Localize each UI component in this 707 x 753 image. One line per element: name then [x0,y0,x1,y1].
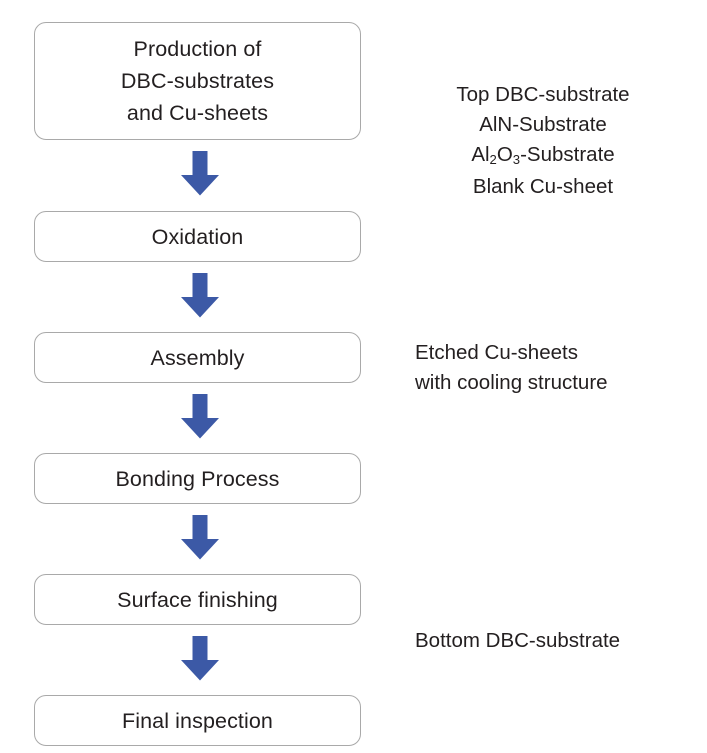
formula-o: O [496,143,513,166]
process-box-label-line: Final inspection [122,708,273,733]
process-box-label-line: Bonding Process [115,466,280,491]
process-box-label-line: Oxidation [151,224,244,249]
process-box-label-line: Assembly [150,345,245,370]
annotation-line: Etched Cu-sheets [415,341,578,364]
formula-sub-3: 3 [512,151,521,167]
process-box-assembly[interactable]: Assembly [34,332,361,383]
annotation-materials: Top DBC-substrate AlN-Substrate Al2O3-Su… [409,80,677,202]
formula-al: Al [471,143,490,166]
process-box-label-line: Production of [133,37,262,61]
annotation-line: Bottom DBC-substrate [415,629,621,652]
process-box-oxidation[interactable]: Oxidation [34,211,361,262]
annotation-bottom-substrate: Bottom DBC-substrate [415,626,695,656]
formula-sub-2: 2 [489,151,497,167]
process-box-production[interactable]: Production of DBC-substrates and Cu-shee… [34,22,361,140]
process-box-surface-finishing[interactable]: Surface finishing [34,574,361,625]
formula-tail: -Substrate [520,143,615,166]
annotation-line-formula: Al2O3-Substrate [409,140,677,172]
annotation-line: with cooling structure [415,371,608,394]
arrow-down-icon [178,515,222,560]
annotation-line: AlN-Substrate [479,113,607,136]
arrow-down-icon [178,636,222,681]
process-box-final-inspection[interactable]: Final inspection [34,695,361,746]
annotation-line: Top DBC-substrate [456,83,630,106]
arrow-down-icon [178,394,222,439]
arrow-down-icon [178,273,222,318]
process-box-label-line: DBC-substrates [120,69,275,93]
annotation-etched-cu-sheets: Etched Cu-sheets with cooling structure [415,338,695,398]
process-box-label-line: Surface finishing [117,587,278,612]
process-box-label-line: and Cu-sheets [126,101,269,125]
annotation-line: Blank Cu-sheet [472,175,614,198]
arrow-down-icon [178,151,222,196]
process-box-bonding-process[interactable]: Bonding Process [34,453,361,504]
